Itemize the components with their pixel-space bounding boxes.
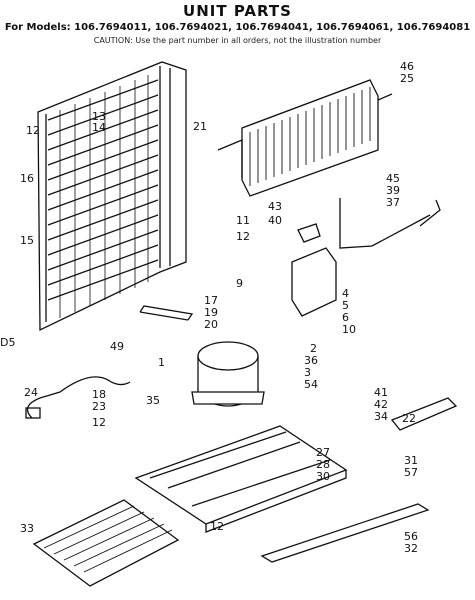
callout-13: 13	[92, 110, 106, 123]
callout-5: 5	[342, 299, 349, 312]
callout-22: 22	[402, 412, 416, 425]
callout-36: 36	[304, 354, 318, 367]
callout-9: 9	[236, 277, 243, 290]
callout-56: 56	[404, 530, 418, 543]
callout-12-b: 12	[236, 230, 250, 243]
callout-11: 11	[236, 214, 250, 227]
callout-34: 34	[374, 410, 388, 423]
callout-2: 2	[310, 342, 317, 355]
callout-45: 45	[386, 172, 400, 185]
callout-21: 21	[193, 120, 207, 133]
callout-27: 27	[316, 446, 330, 459]
callout-6: 6	[342, 311, 349, 324]
callout-16: 16	[20, 172, 34, 185]
compressor	[191, 341, 265, 407]
callout-54: 54	[304, 378, 318, 391]
callout-24: 24	[24, 386, 38, 399]
callout-39: 39	[386, 184, 400, 197]
callout-28: 28	[316, 458, 330, 471]
diagram-title: UNIT PARTS	[183, 2, 292, 20]
callout-40: 40	[268, 214, 282, 227]
lower-coil	[32, 499, 180, 587]
callout-35: 35	[146, 394, 160, 407]
callout-12-a: 12	[26, 124, 40, 137]
callout-41: 41	[374, 386, 388, 399]
callout-19: 19	[204, 306, 218, 319]
condenser-coil	[37, 61, 187, 332]
model-list: For Models: 106.7694011, 106.7694021, 10…	[4, 22, 471, 33]
side-marker: D5	[0, 336, 15, 349]
callout-18: 18	[92, 388, 106, 401]
callout-17: 17	[204, 294, 218, 307]
base-frame	[134, 425, 348, 533]
bracket	[390, 397, 458, 431]
callout-4: 4	[342, 287, 349, 300]
callout-14: 14	[92, 121, 106, 134]
callout-31: 31	[404, 454, 418, 467]
callout-30: 30	[316, 470, 330, 483]
drier	[139, 305, 194, 321]
callout-20: 20	[204, 318, 218, 331]
plug	[25, 407, 41, 419]
callout-23: 23	[92, 400, 106, 413]
callout-12-d: 12	[210, 520, 224, 533]
callout-10: 10	[342, 323, 356, 336]
callout-37: 37	[386, 196, 400, 209]
callout-33: 33	[20, 522, 34, 535]
relay-box	[291, 223, 337, 317]
callout-32: 32	[404, 542, 418, 555]
callout-42: 42	[374, 398, 388, 411]
callout-12-c: 12	[92, 416, 106, 429]
tubing-right	[339, 198, 441, 249]
callout-1: 1	[158, 356, 165, 369]
callout-43: 43	[268, 200, 282, 213]
power-cord	[26, 376, 131, 419]
callout-57: 57	[404, 466, 418, 479]
callout-3: 3	[304, 366, 311, 379]
mounting-rail	[260, 503, 430, 563]
caution-note: CAUTION: Use the part number in all orde…	[93, 36, 382, 45]
evaporator-assembly	[217, 79, 393, 197]
callout-15: 15	[20, 234, 34, 247]
callout-46: 46	[400, 60, 414, 73]
callout-49: 49	[110, 340, 124, 353]
callout-25: 25	[400, 72, 414, 85]
